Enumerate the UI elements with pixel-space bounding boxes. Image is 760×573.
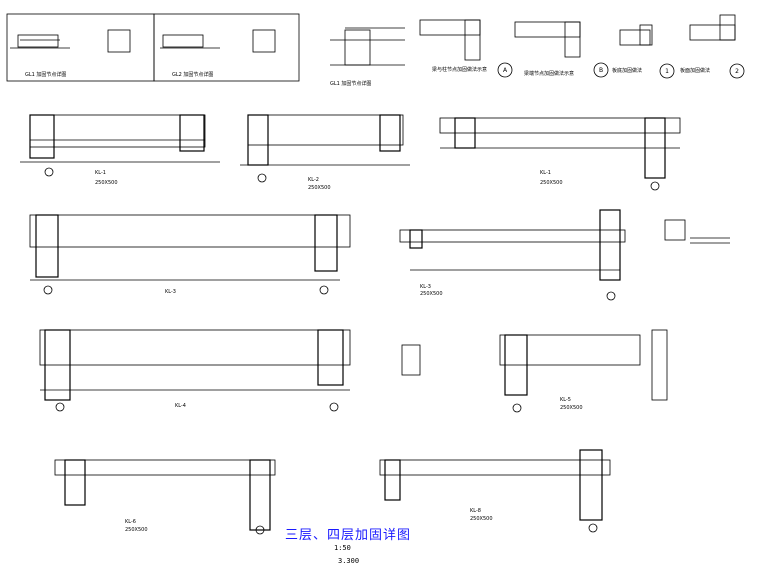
caption-detail-6: 板底加固做法 bbox=[612, 67, 642, 74]
detail-top-6 bbox=[619, 24, 653, 46]
detail-top-3 bbox=[330, 27, 405, 66]
drawing-title: 三层、四层加固详图 bbox=[285, 528, 412, 543]
circle-label-1: 1 bbox=[665, 68, 669, 75]
beam-3 bbox=[439, 117, 681, 191]
drawing-scale: 1:50 bbox=[334, 544, 351, 552]
drawing-elevation: 3.300 bbox=[338, 557, 360, 565]
beam-4 bbox=[29, 214, 351, 295]
beam-label-3: KL-1 bbox=[540, 170, 551, 176]
beam-7 bbox=[499, 329, 668, 413]
circle-label-a: A bbox=[503, 67, 508, 74]
beam-8 bbox=[54, 459, 276, 535]
circle-label-b: B bbox=[599, 67, 603, 74]
circle-label-2: 2 bbox=[735, 68, 739, 75]
beam-label-4: KL-3 bbox=[165, 289, 176, 295]
beam-scale-7: 250X500 bbox=[560, 405, 583, 411]
beam-9 bbox=[379, 449, 611, 533]
beam-label-6: KL-4 bbox=[175, 403, 186, 409]
detail-side-2 bbox=[401, 344, 421, 376]
beam-1 bbox=[20, 114, 220, 177]
beam-label-2: KL-2 bbox=[308, 177, 319, 183]
detail-top-5 bbox=[514, 21, 581, 58]
caption-detail-1: GL1 加固节点详图 bbox=[25, 71, 66, 78]
beam-6 bbox=[39, 329, 351, 412]
beam-scale-8: 250X500 bbox=[125, 527, 148, 533]
caption-detail-7: 板面加固做法 bbox=[680, 67, 710, 74]
caption-detail-5: 梁端节点加固做法示意 bbox=[524, 70, 574, 77]
detail-top-2 bbox=[153, 13, 300, 82]
beam-label-5: KL-3 bbox=[420, 284, 431, 290]
caption-detail-4: 梁与柱节点加固做法示意 bbox=[432, 66, 487, 73]
detail-top-1 bbox=[6, 13, 155, 82]
beam-scale-9: 250X500 bbox=[470, 516, 493, 522]
detail-top-7 bbox=[689, 14, 736, 41]
beam-label-9: KL-8 bbox=[470, 508, 481, 514]
detail-side-1 bbox=[664, 219, 730, 244]
detail-top-4 bbox=[419, 19, 481, 61]
beam-label-1: KL-1 bbox=[95, 170, 106, 176]
beam-5 bbox=[399, 209, 626, 301]
beam-label-7: KL-5 bbox=[560, 397, 571, 403]
beam-label-8: KL-6 bbox=[125, 519, 136, 525]
caption-detail-2: GL2 加固节点详图 bbox=[172, 71, 213, 78]
beam-scale-1: 250X500 bbox=[95, 180, 118, 186]
beam-2 bbox=[240, 114, 410, 183]
beam-scale-3: 250X500 bbox=[540, 180, 563, 186]
beam-scale-2: 250X500 bbox=[308, 185, 331, 191]
caption-detail-3: GL1 加固节点详图 bbox=[330, 80, 371, 87]
beam-scale-5: 250X500 bbox=[420, 291, 443, 297]
